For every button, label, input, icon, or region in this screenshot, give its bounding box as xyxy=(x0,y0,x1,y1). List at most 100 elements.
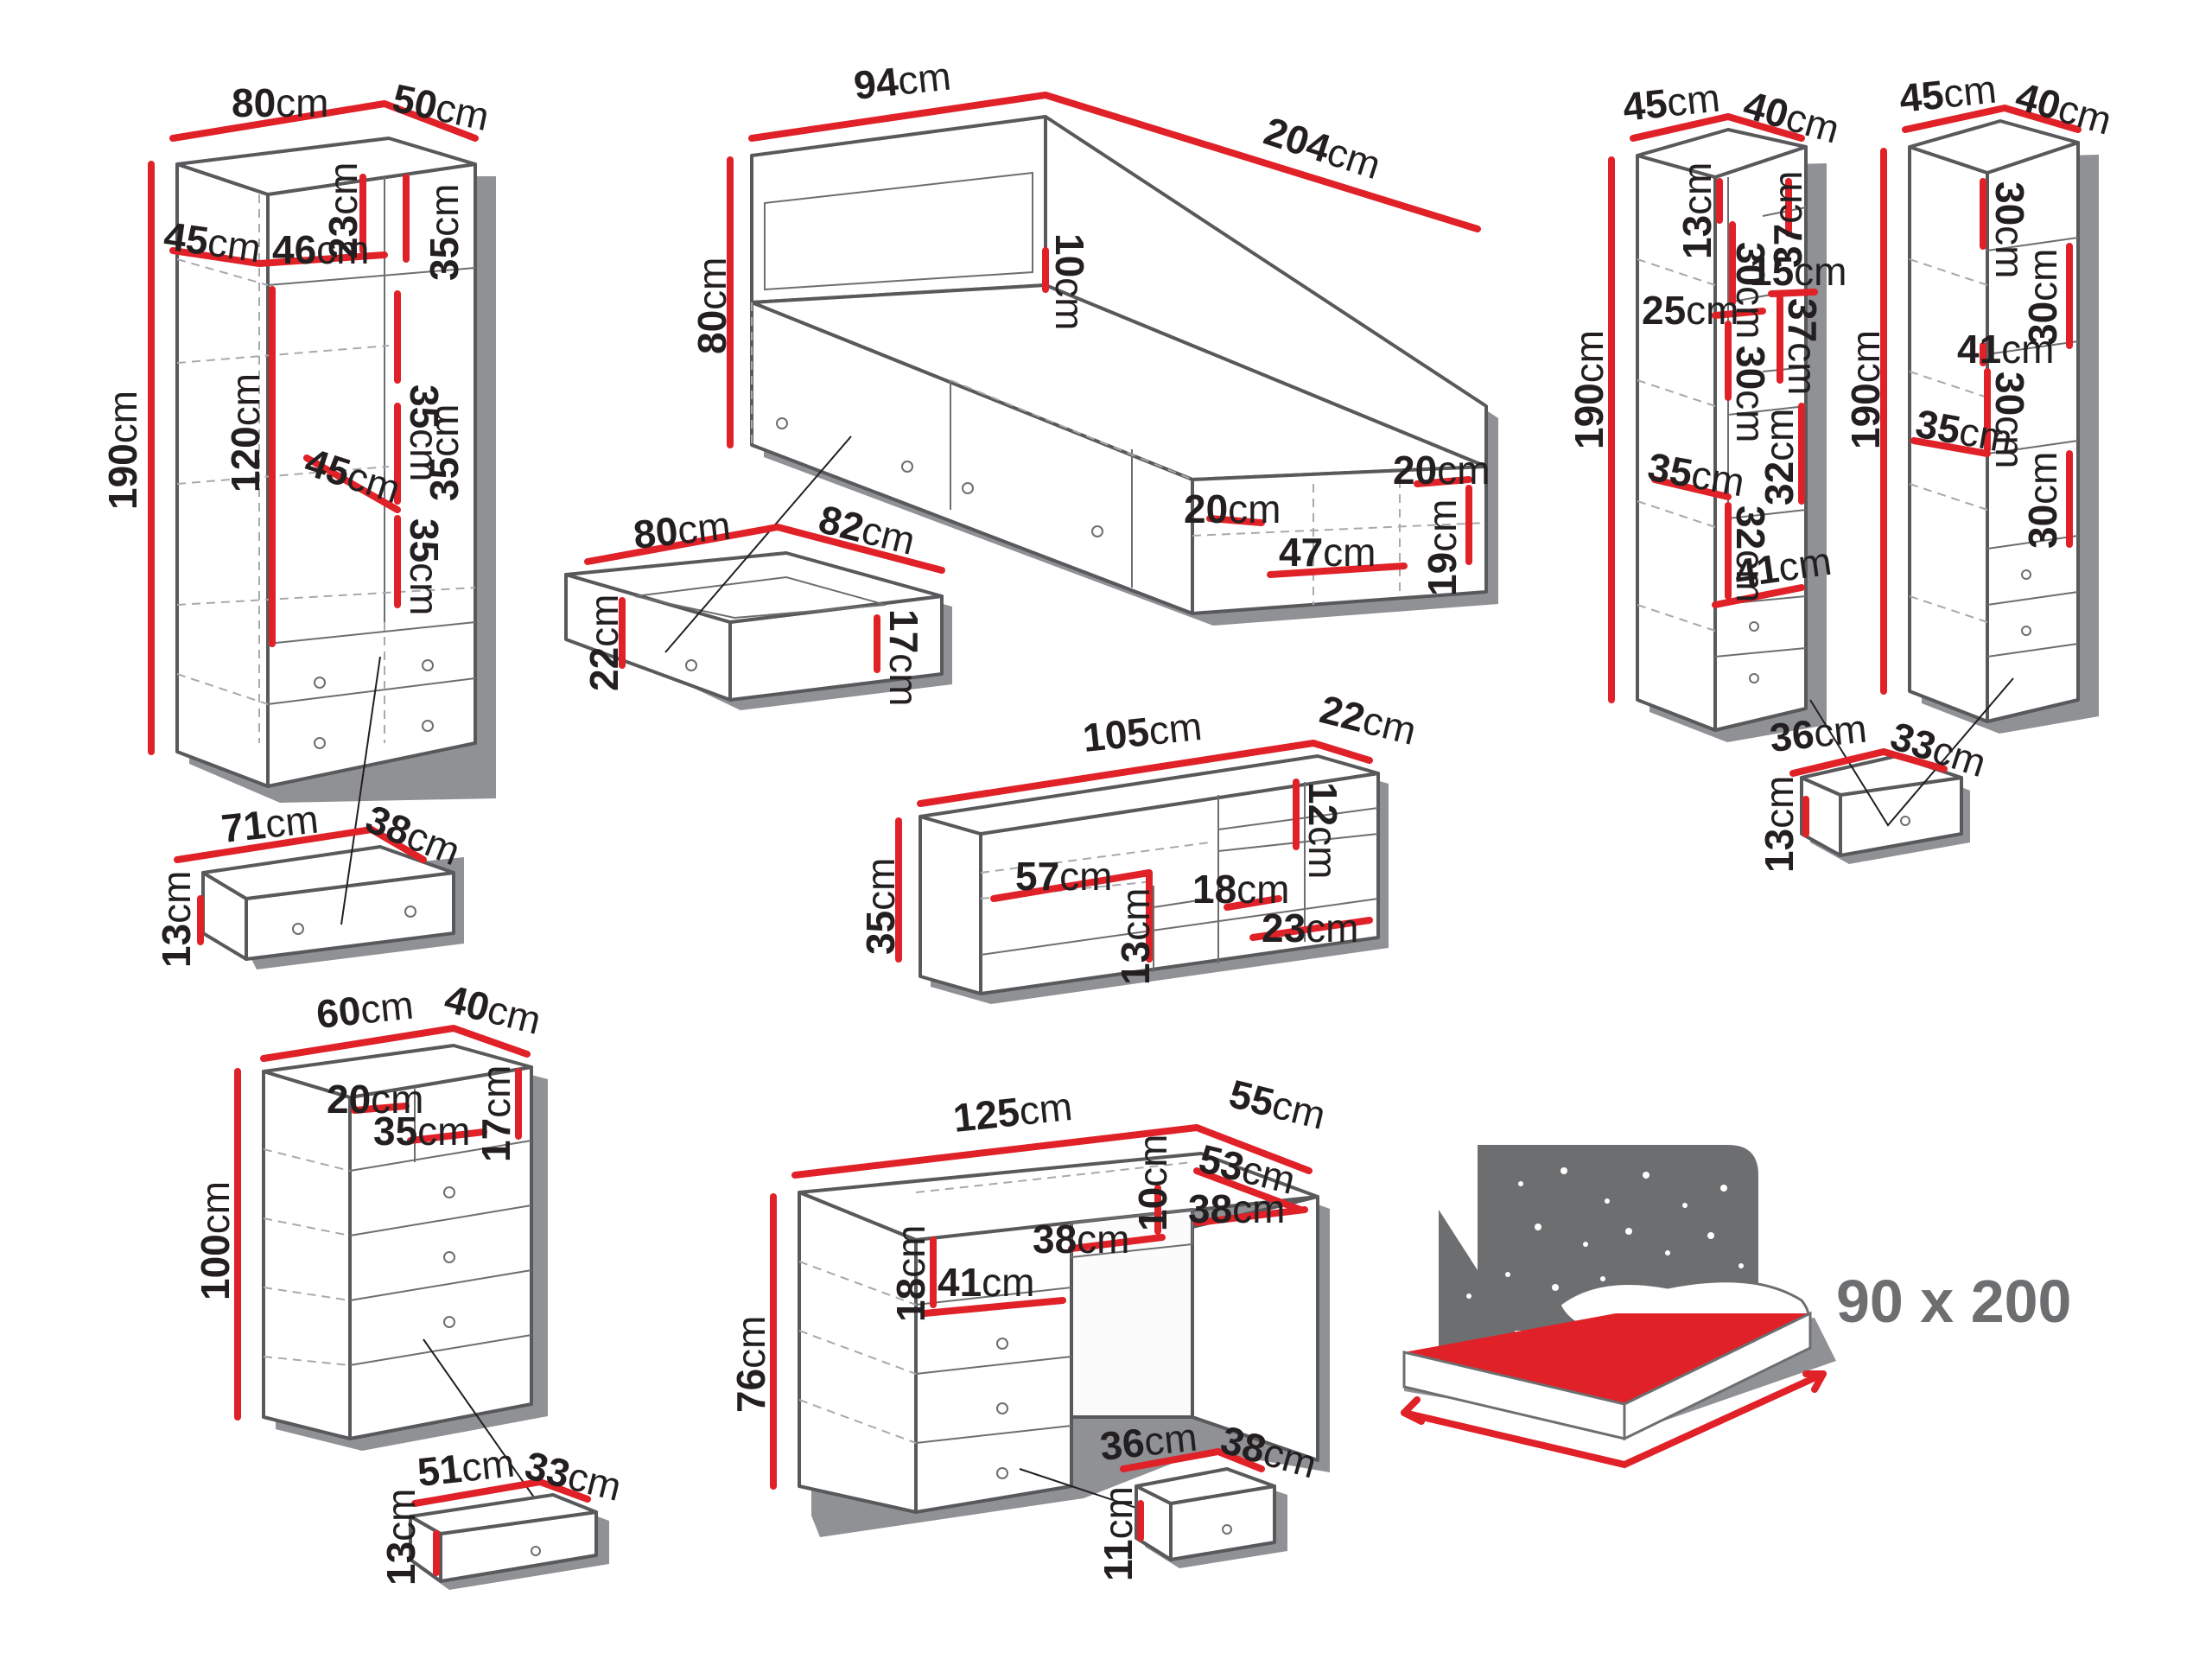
wardrobe-height-label: 190cm xyxy=(100,391,145,510)
wardrobe-drawer-height-label: 13cm xyxy=(154,871,199,969)
chest-height-label: 100cm xyxy=(193,1181,238,1300)
unit-suffix: cm xyxy=(1228,486,1281,531)
bookcase-a-right-section-3-label: 32cm xyxy=(1757,409,1802,506)
unit-suffix: cm xyxy=(460,1440,517,1490)
unit-suffix: cm xyxy=(1728,286,1773,339)
unit-suffix: cm xyxy=(1987,226,2032,278)
unit-suffix: cm xyxy=(1130,1135,1175,1187)
unit-suffix: cm xyxy=(858,858,903,911)
bookcase-drawer-height-label: 13cm xyxy=(1757,776,1802,874)
unit-suffix: cm xyxy=(316,227,369,272)
unit-suffix: cm xyxy=(888,1225,933,1278)
bed-height-label: 80cm xyxy=(690,257,734,355)
unit-suffix: cm xyxy=(1728,390,1773,442)
unit-suffix: cm xyxy=(1942,66,1999,116)
bed-front-compartment-label: 47cm xyxy=(1279,530,1376,575)
unit-suffix: cm xyxy=(2020,452,2065,505)
moon-shape xyxy=(1439,1210,1525,1348)
unit-suffix: cm xyxy=(1780,342,1825,395)
bookcase-b-shelf-depth-label: 35cm xyxy=(1912,401,2016,462)
desk-center-drawer-label: 38cm xyxy=(1033,1217,1130,1262)
chest-top-width-label: 35cm xyxy=(373,1109,471,1154)
unit-suffix: cm xyxy=(1567,330,1611,383)
bookcase-a-height-label: 190cm xyxy=(1567,330,1611,449)
unit-suffix: cm xyxy=(371,1077,423,1122)
unit-suffix: cm xyxy=(1017,1084,1074,1134)
unit-suffix: cm xyxy=(422,404,467,457)
desk-drawer: 36cm 38cm 11cm xyxy=(1096,1414,1322,1581)
wall-shelf-long-compartment-label: 57cm xyxy=(1015,854,1113,899)
unit-suffix: cm xyxy=(690,257,734,310)
wall-shelf-height-label: 35cm xyxy=(858,858,903,956)
unit-suffix: cm xyxy=(417,1109,470,1154)
mattress-size-label: 90 x 200 xyxy=(1836,1268,2071,1335)
wardrobe-right-section-4-label: 35cm xyxy=(402,518,447,616)
bed: 94cm 204cm 80cm 10cm 20cm 20cm 47cm 19cm xyxy=(690,53,1498,626)
unit-suffix: cm xyxy=(1077,1217,1129,1262)
wardrobe-depth-label: 50cm xyxy=(389,75,493,139)
bed-drawer: 80cm 82cm 22cm 17cm xyxy=(564,435,952,710)
unit-suffix: cm xyxy=(1437,448,1490,493)
unit-suffix: cm xyxy=(205,219,264,271)
unit-suffix: cm xyxy=(1956,409,2016,462)
wall-shelf-right-compartment-label: 23cm xyxy=(1262,906,1359,950)
wardrobe-width-label: 80cm xyxy=(232,80,329,125)
unit-suffix: cm xyxy=(1113,888,1158,941)
unit-suffix: cm xyxy=(402,563,447,615)
bed-width-label: 94cm xyxy=(852,53,953,107)
unit-suffix: cm xyxy=(881,653,926,706)
unit-suffix: cm xyxy=(1147,703,1204,753)
wardrobe-shelf-top-label: 23cm xyxy=(321,162,365,260)
unit-suffix: cm xyxy=(1843,330,1888,383)
unit-suffix: cm xyxy=(1306,906,1358,950)
unit-suffix: cm xyxy=(857,507,919,563)
chest-drawer-height-label: 13cm xyxy=(378,1489,423,1586)
unit-suffix: cm xyxy=(402,429,447,481)
unit-suffix: cm xyxy=(1047,277,1092,330)
bed-front-shelf-1-label: 20cm xyxy=(1184,486,1281,531)
unit-suffix: cm xyxy=(1987,416,2032,468)
chest-drawer: 51cm 33cm 13cm xyxy=(378,1440,626,1590)
unit-suffix: cm xyxy=(1096,1486,1141,1539)
bookcase-b-section-1-label: 30cm xyxy=(1987,181,2032,279)
unit-suffix: cm xyxy=(982,1260,1034,1305)
bookcase-b-height-label: 190cm xyxy=(1843,330,1888,449)
unit-suffix: cm xyxy=(193,1181,238,1234)
bookcase-a-right-section-2-label: 37cm xyxy=(1780,298,1825,396)
unit-suffix: cm xyxy=(378,1489,423,1541)
unit-suffix: cm xyxy=(896,53,953,103)
wall-shelf-top-compartment-label: 12cm xyxy=(1300,782,1345,880)
desk-width-label: 125cm xyxy=(951,1084,1075,1141)
desk-side-top-height-label: 18cm xyxy=(888,1225,933,1323)
bed-drawer-width-label: 80cm xyxy=(632,502,733,556)
desk-side-cabinet-width-label: 41cm xyxy=(938,1260,1035,1305)
bookcase-a-left-section-3-label: 32cm xyxy=(1728,505,1773,603)
unit-suffix: cm xyxy=(483,987,545,1043)
bed-length-label: 204cm xyxy=(1259,108,1386,188)
unit-suffix: cm xyxy=(1794,249,1847,294)
unit-suffix: cm xyxy=(1776,538,1834,590)
bookcase-a-shelf-depth-label: 25cm xyxy=(1642,288,1739,333)
unit-suffix: cm xyxy=(154,871,199,924)
unit-suffix: cm xyxy=(1323,530,1376,575)
bookcase-b-section-2-label: 30cm xyxy=(2020,249,2065,346)
unit-suffix: cm xyxy=(1675,162,1719,215)
bookcase-b-width-label: 45cm xyxy=(1897,66,1999,120)
desk-top-shelf-height-label: 10cm xyxy=(1130,1135,1175,1232)
wall-shelf-low-height-label: 13cm xyxy=(1113,888,1158,986)
unit-suffix: cm xyxy=(2053,86,2116,143)
wardrobe-inner-width-label: 46cm xyxy=(272,227,370,272)
bed-front-shelf-2-label: 20cm xyxy=(1393,448,1491,493)
unit-suffix: cm xyxy=(264,796,321,846)
chest-top-height-label: 17cm xyxy=(474,1065,518,1163)
bookcase-a: 45cm 40cm 190cm 13cm 37cm 30cm 15cm 25cm… xyxy=(1567,74,1847,742)
bookcase-a-shelf-width-label: 15cm xyxy=(1750,249,1847,294)
desk-drawer-width-label: 36cm xyxy=(1098,1414,1199,1468)
unit-suffix: cm xyxy=(582,594,626,647)
mattress-front xyxy=(1623,1311,1812,1441)
unit-suffix: cm xyxy=(1322,129,1386,188)
unit-suffix: cm xyxy=(1268,1082,1330,1138)
chest-width-label: 60cm xyxy=(315,982,416,1036)
desk-height-label: 76cm xyxy=(728,1316,773,1414)
bed-drawer-height-label: 22cm xyxy=(582,594,626,692)
